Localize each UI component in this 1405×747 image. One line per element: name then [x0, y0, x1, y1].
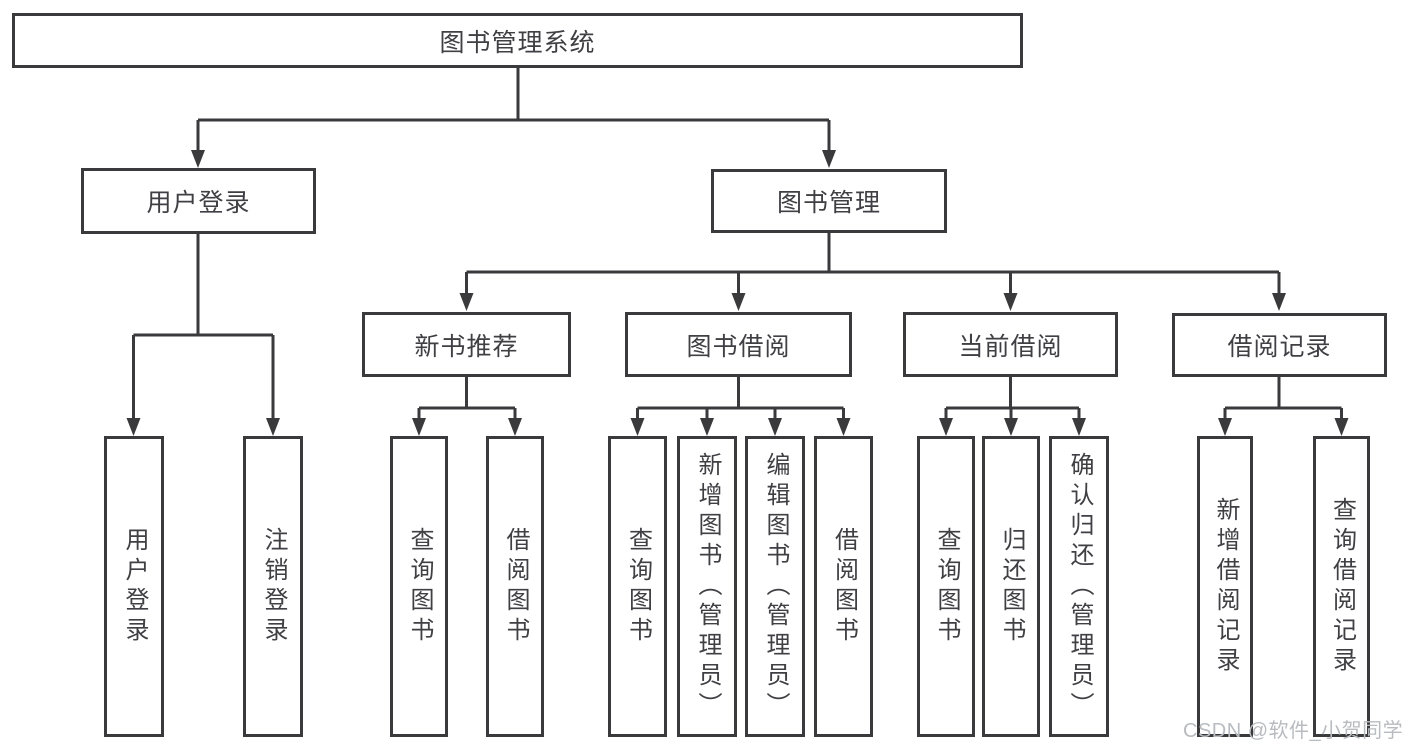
arrow-down-icon [836, 418, 851, 436]
arrow-down-icon [508, 418, 522, 436]
arrow-down-icon [412, 418, 426, 436]
leaf-current-confirm-return-admin: 确认归还（管理员） [1049, 436, 1109, 737]
leaf-current-query-book: 查询图书 [917, 436, 975, 737]
arrow-down-icon [700, 418, 714, 436]
arrow-down-icon [939, 418, 953, 436]
watermark: CSDN @软件_小贺同学 [1183, 720, 1404, 742]
leaf-borrow-query-book: 查询图书 [608, 436, 667, 737]
leaf-user-login: 用户登录 [104, 436, 164, 737]
leaf-borrow-add-book-admin: 新增图书（管理员） [677, 436, 737, 737]
arrow-down-icon [1334, 418, 1349, 436]
arrow-down-icon [266, 418, 280, 436]
arrow-down-icon [731, 293, 746, 311]
arrow-down-icon [191, 150, 205, 168]
arrow-down-icon [630, 418, 645, 436]
leaf-logout: 注销登录 [243, 436, 303, 737]
arrow-down-icon [1272, 293, 1286, 311]
node-library-system: 图书管理系统 [12, 13, 1023, 68]
leaf-borrow-edit-book-admin: 编辑图书（管理员） [745, 436, 805, 737]
node-current-borrow: 当前借阅 [903, 312, 1118, 377]
node-new-book-recommend: 新书推荐 [362, 312, 571, 377]
arrow-down-icon [768, 418, 782, 436]
arrow-down-icon [126, 418, 141, 436]
leaf-borrow-borrow-book: 借阅图书 [814, 436, 873, 737]
arrow-down-icon [1003, 293, 1018, 311]
arrow-down-icon [1218, 418, 1232, 436]
leaf-current-return-book: 归还图书 [982, 436, 1040, 737]
leaf-records-add-record: 新增借阅记录 [1197, 436, 1253, 737]
node-book-borrow: 图书借阅 [625, 312, 852, 377]
node-borrow-records: 借阅记录 [1172, 313, 1387, 377]
arrow-down-icon [1072, 418, 1086, 436]
leaf-recommend-query-book: 查询图书 [390, 436, 448, 737]
arrow-down-icon [1004, 418, 1018, 436]
arrow-down-icon [822, 150, 836, 168]
node-book-management: 图书管理 [711, 169, 947, 233]
leaf-records-query-record: 查询借阅记录 [1313, 436, 1370, 737]
arrow-down-icon [459, 293, 474, 311]
node-user-login: 用户登录 [81, 168, 316, 234]
leaf-recommend-borrow-book: 借阅图书 [486, 436, 544, 737]
